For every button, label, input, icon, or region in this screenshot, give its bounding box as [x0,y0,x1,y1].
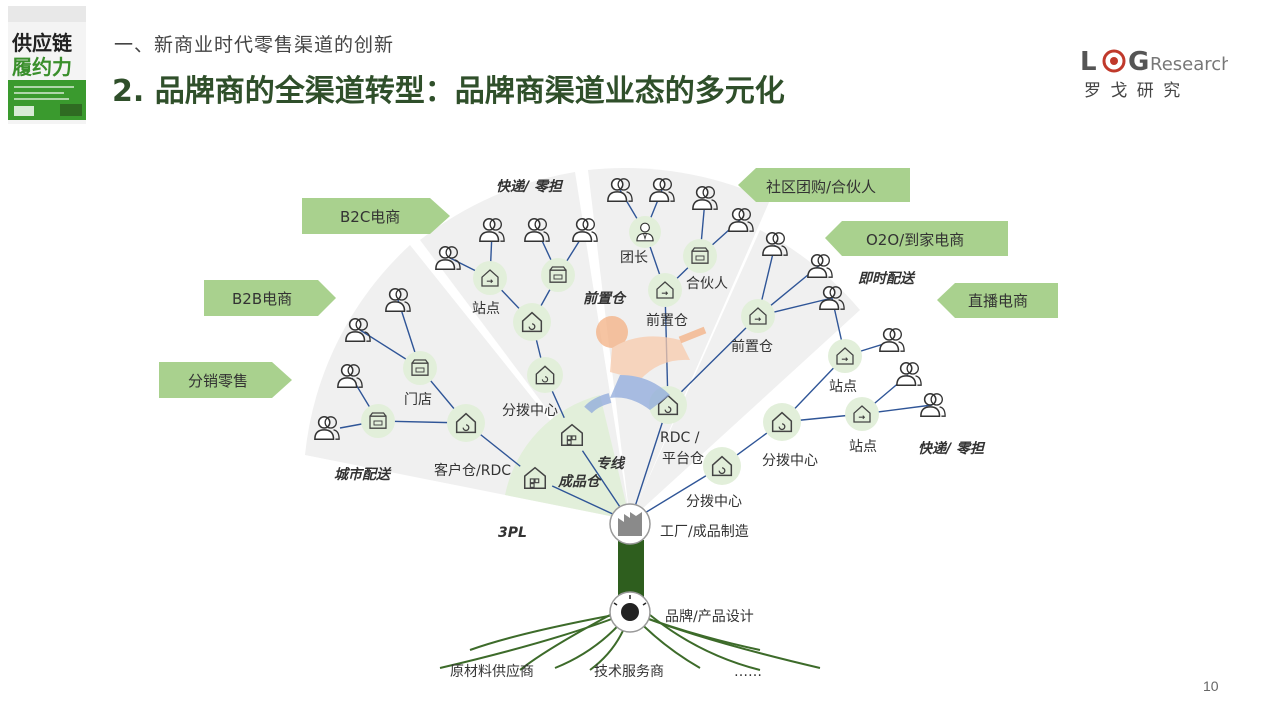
logo-research-text: Research [1150,54,1228,75]
tag-live: 直播电商 [937,283,1058,318]
tag-community-label: 社区团购/合伙人 [766,178,876,196]
label-3pl: 3PL [498,525,527,541]
book-cover-image: 供应链 履约力 [8,6,86,124]
logo-letter-l: L [1080,47,1097,77]
label-line: 专线 [596,455,626,472]
tag-community: 社区团购/合伙人 [738,168,910,202]
tag-retail: 分销零售 [159,362,292,398]
label-city-delivery: 城市配送 [334,466,392,483]
book-title-line2: 履约力 [12,55,72,79]
label-front-warehouse-1: 前置仓 [646,312,688,329]
label-raw-material-supplier: 原材料供应商 [450,663,534,680]
tag-b2c: B2C电商 [302,198,450,234]
label-rdc: RDC / [660,430,700,446]
label-platform-warehouse: 平台仓 [662,451,704,467]
label-front-warehouse-bold: 前置仓 [583,290,627,307]
front-warehouse-node-2 [741,299,775,333]
factory-node [609,503,651,545]
tag-retail-label: 分销零售 [188,372,248,390]
front-warehouse-node-bold [513,303,551,341]
person-icon [896,362,922,386]
section-subtitle: 一、新商业时代零售渠道的创新 [114,34,395,56]
line-warehouse-node [553,416,591,454]
label-instant-delivery: 即时配送 [858,270,916,287]
label-brand-design: 品牌/产品设计 [665,608,754,625]
label-station-3: 站点 [849,439,877,455]
tag-o2o-label: O2O/到家电商 [866,231,964,249]
label-store: 门店 [404,392,432,408]
label-station-1: 站点 [472,301,500,317]
label-more: …… [734,664,762,680]
tag-o2o: O2O/到家电商 [825,221,1008,256]
station-node-2 [828,339,862,373]
label-distribution-center-1: 分拨中心 [502,403,558,419]
person-icon [920,393,946,417]
distribution-center-node-1 [527,357,563,393]
label-express-right: 快递/ 零担 [918,440,986,457]
label-customer-warehouse: 客户仓/RDC [434,462,511,479]
logo-research: L G Research 罗 戈 研 究 [1080,47,1228,101]
label-station-2: 站点 [829,379,857,395]
tag-b2b: B2B电商 [204,280,336,316]
station-node-1 [473,261,507,295]
tag-b2b-label: B2B电商 [232,290,292,308]
person-icon [879,328,905,352]
tag-live-label: 直播电商 [968,292,1028,310]
label-tech-service-provider: 技术服务商 [594,664,664,680]
label-front-warehouse-2: 前置仓 [731,338,773,355]
label-leader: 团长 [620,250,648,266]
distribution-center-node-3 [763,403,801,441]
label-partner: 合伙人 [686,276,728,292]
label-distribution-center-3: 分拨中心 [762,453,818,469]
label-express-top: 快递/ 零担 [496,178,564,195]
running-figure-illustration [584,316,707,414]
front-warehouse-node-1 [648,273,682,307]
finished-warehouse-node [516,459,554,497]
label-factory: 工厂/成品制造 [660,524,749,540]
page-title: 2. 品牌商的全渠道转型：品牌商渠道业态的多元化 [112,74,785,109]
label-finished-warehouse: 成品仓 [557,473,602,490]
logo-letter-g: G [1128,47,1149,77]
page-number: 10 [1203,678,1219,694]
customer-warehouse-node [447,404,485,442]
logo-chinese-name: 罗 戈 研 究 [1084,81,1182,101]
distribution-center-node-2 [703,447,741,485]
label-distribution-center-2: 分拨中心 [686,494,742,510]
tag-b2c-label: B2C电商 [340,208,400,226]
book-title-line1: 供应链 [11,31,73,55]
brand-design-node [609,591,651,633]
station-node-3 [845,397,879,431]
